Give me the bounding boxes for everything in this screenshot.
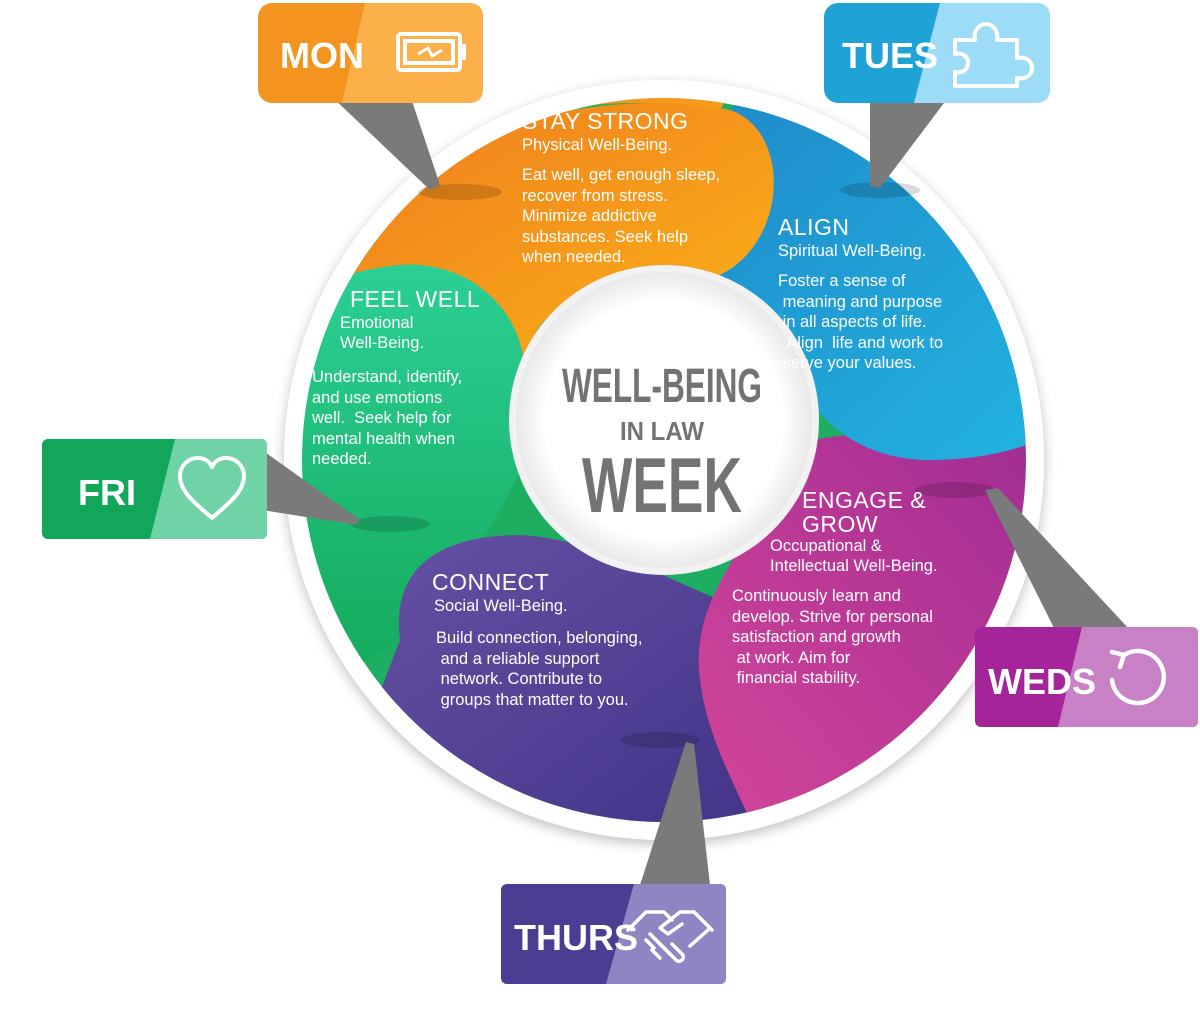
segment-subtitle: Emotional Well-Being. [340,314,425,352]
pointer-weds [985,488,1130,640]
segment-feel-well: FEEL WELL Emotional Well-Being. Understa… [312,286,480,470]
segment-subtitle: Occupational & Intellectual Well-Being. [770,537,938,575]
segment-title: CONNECT [432,569,550,595]
segment-feel-well-shape [302,230,546,760]
day-label-thurs: THURS [514,917,638,958]
segment-title: ALIGN [778,214,850,240]
puzzle-piece-icon [953,22,1034,88]
day-tag-thurs: THURS [501,742,726,984]
segment-description: Continuously learn and develop. Strive f… [732,587,933,687]
center-title-line1: WELL-BEING [562,360,762,413]
day-label-tues: TUES [842,35,938,76]
heart-icon [178,456,246,520]
day-label-mon: MON [280,35,364,76]
segment-engage-grow: ENGAGE & GROW Occupational & Intellectua… [732,487,938,689]
center-title-line2: IN LAW [620,416,704,446]
segment-align: ALIGN Spiritual Well-Being. Foster a sen… [778,214,943,374]
segment-stay-strong: STAY STRONG Physical Well-Being. Eat wel… [522,108,720,268]
segment-description: Foster a sense of meaning and purpose in… [778,272,944,372]
pointer-tues [870,95,950,188]
handshake-icon [626,910,714,964]
pointer-fri [262,450,360,525]
day-tag-fri: FRI [42,439,360,539]
day-tag-weds: WEDS [975,488,1198,727]
pointer-mon [330,95,440,190]
day-tag-tues: TUES [824,3,1050,188]
center-title-line3: WEEK [582,441,742,529]
day-label-weds: WEDS [988,661,1096,702]
segment-subtitle: Social Well-Being. [434,597,568,615]
segment-subtitle: Physical Well-Being. [522,136,673,154]
segment-description: Understand, identify, and use emotions w… [312,368,463,468]
wheel-center-disc [516,272,812,568]
segment-description: Build connection, belonging, and a relia… [436,629,643,709]
segment-title: ENGAGE & GROW [802,487,927,537]
battery-icon [396,32,466,72]
day-label-fri: FRI [78,472,136,513]
pointer-thurs [640,742,710,885]
segment-subtitle: Spiritual Well-Being. [778,242,927,260]
refresh-icon [1109,648,1167,706]
segment-title: FEEL WELL [350,286,481,312]
segment-description: Eat well, get enough sleep, recover from… [522,166,721,266]
segment-title: STAY STRONG [522,108,689,134]
day-tag-mon: MON [258,3,483,190]
segment-connect: CONNECT Social Well-Being. Build connect… [432,569,642,710]
